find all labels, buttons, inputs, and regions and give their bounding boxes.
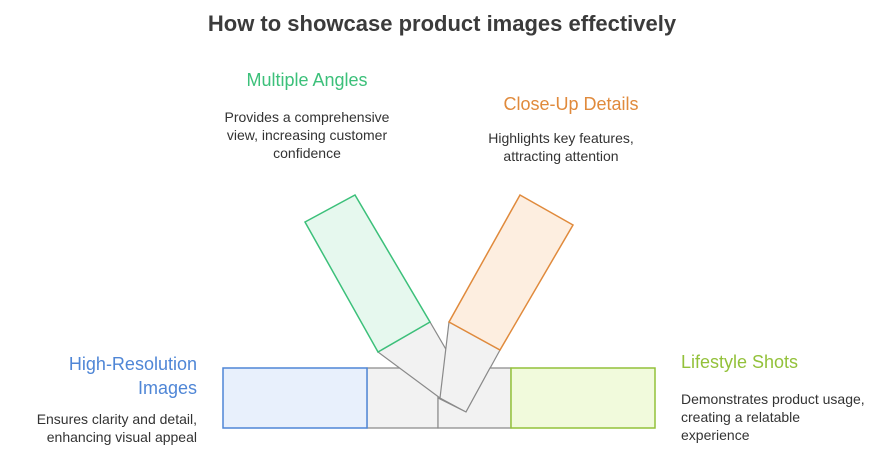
high-resolution-description: Ensures clarity and detail, enhancing vi… [36,411,197,445]
diagram-title: How to showcase product images effective… [207,11,677,36]
high-resolution-heading: High-Resolution Images [68,354,197,398]
close-up-details-heading: Close-Up Details [503,94,639,114]
bar-high-resolution [222,367,368,429]
lifestyle-shots-description: Demonstrates product usage, creating a r… [681,391,865,443]
lifestyle-shots-heading: Lifestyle Shots [681,352,799,372]
bar-close-up [447,193,575,352]
bar-multiple-angles [303,193,432,354]
close-up-details-description: Highlights key features, attracting atte… [488,130,634,164]
multiple-angles-description: Provides a comprehensive view, increasin… [224,109,390,161]
bar-lifestyle [510,367,656,429]
multiple-angles-heading: Multiple Angles [246,70,368,90]
